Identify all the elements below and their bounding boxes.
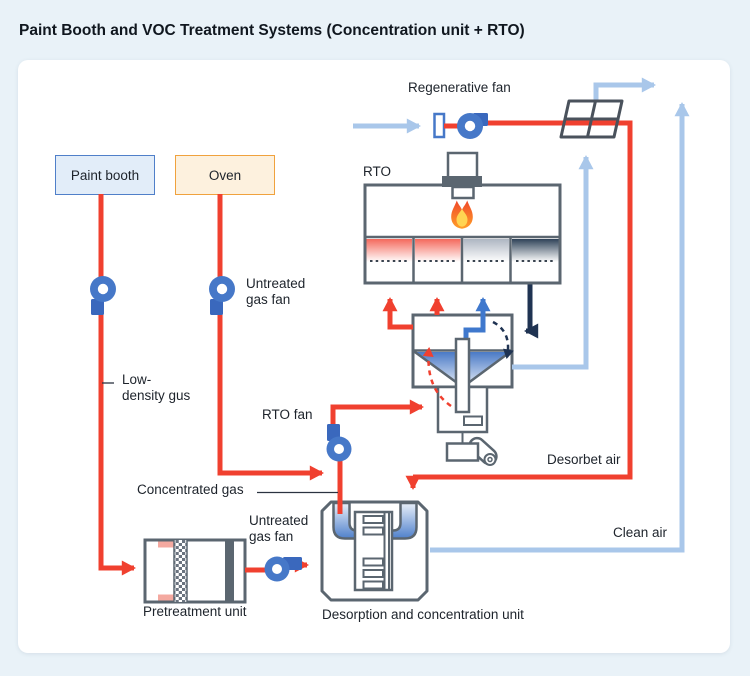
rto-label: RTO <box>363 164 392 179</box>
desorption-unit-label: Desorption and concentration unit <box>322 607 524 622</box>
paint-booth-label: Paint booth <box>70 167 140 183</box>
diagram-panel <box>18 60 730 653</box>
pretreatment-unit-label: Pretreatment unit <box>143 604 247 619</box>
regenerative-fan-label: Regenerative fan <box>408 80 511 95</box>
desorbet-air-label: Desorbet air <box>547 452 621 467</box>
oven-label: Oven <box>208 167 242 183</box>
oven-node: Oven <box>175 155 275 195</box>
rto-fan-label: RTO fan <box>262 407 313 422</box>
low-density-gas-label: Low- density gus <box>122 372 191 403</box>
concentrated-gas-label: Concentrated gas <box>137 482 244 497</box>
clean-air-label: Clean air <box>613 525 668 540</box>
page-title: Paint Booth and VOC Treatment Systems (C… <box>19 22 525 39</box>
paint-booth-node: Paint booth <box>55 155 155 195</box>
untreated-gas-fan-top-label: Untreated gas fan <box>246 276 306 307</box>
untreated-gas-fan-bottom-label: Untreated gas fan <box>249 513 309 544</box>
